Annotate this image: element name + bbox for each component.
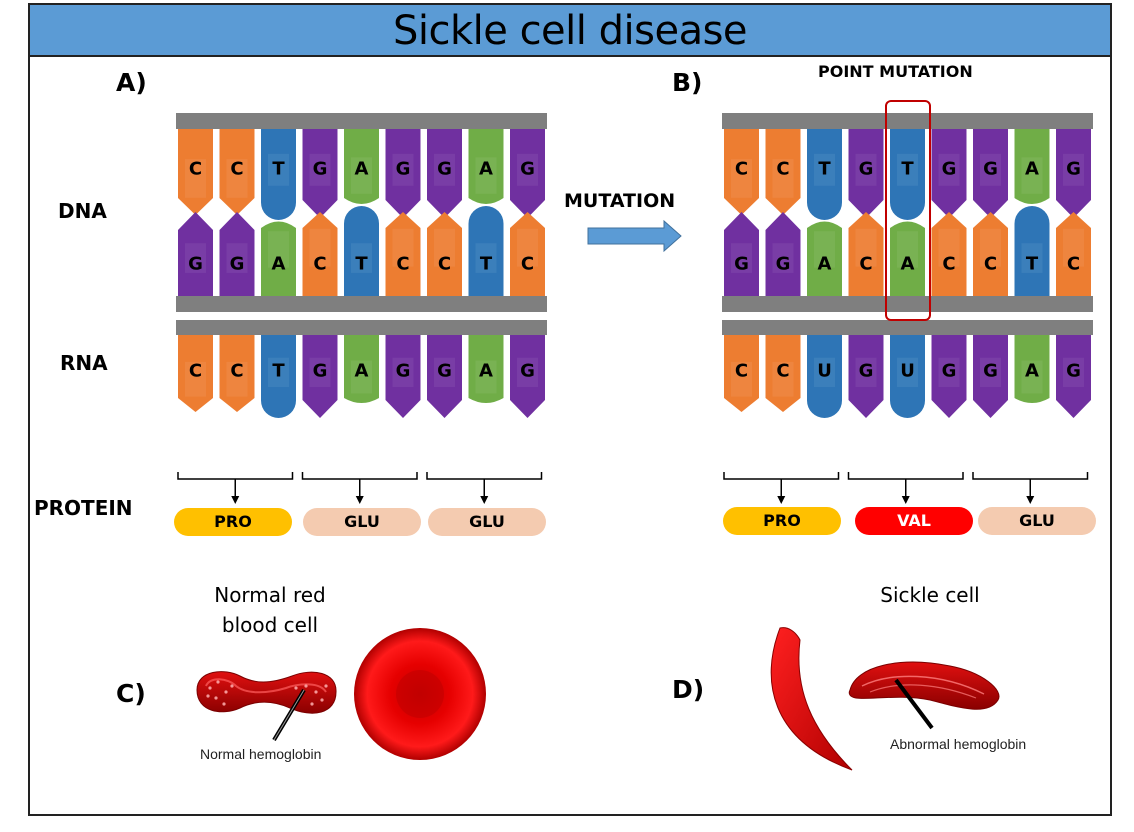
normal-rna-letter-2: T — [272, 361, 285, 382]
normal-dna-bottom-letter-8: C — [521, 254, 534, 275]
normal-dna-top-letter-7: A — [479, 159, 493, 180]
normal-dna-top-letter-1: C — [230, 159, 243, 180]
normal-dna-top-letter-0: C — [189, 159, 202, 180]
normal-dna-top-letter-6: G — [437, 159, 452, 180]
protein-pill-normal-1: PRO — [174, 508, 292, 536]
sickle-cell-title: Sickle cell — [880, 583, 980, 607]
normal-dna-bottom-letter-4: T — [355, 254, 368, 275]
panel-label-d: D) — [672, 675, 705, 704]
mutant-rna-letter-7: A — [1025, 361, 1039, 382]
normal-dna-top-letter-5: G — [396, 159, 411, 180]
mutant-codon-arrowhead-1 — [901, 496, 910, 504]
mutant-dna-bottom-backbone — [722, 296, 1093, 312]
mutant-rna-letter-5: G — [942, 361, 957, 382]
mutant-dna-bottom-letter-3: C — [859, 254, 872, 275]
mutant-rna-letter-1: C — [776, 361, 789, 382]
normal-rna-letter-8: G — [520, 361, 535, 382]
normal-dna-bottom-backbone — [176, 296, 547, 312]
mutant-dna-bottom-letter-0: G — [734, 254, 749, 275]
mutant-dna-top-letter-5: G — [942, 159, 957, 180]
normal-hemoglobin-caption: Normal hemoglobin — [200, 746, 322, 762]
mutant-dna-bottom-letter-5: C — [942, 254, 955, 275]
normal-dna-bottom-letter-6: C — [438, 254, 451, 275]
normal-dna-top-letter-2: T — [272, 159, 285, 180]
normal-dna-top-letter-8: G — [520, 159, 535, 180]
normal-rna-letter-3: G — [313, 361, 328, 382]
normal-rna-letter-1: C — [230, 361, 243, 382]
normal-rna-letter-0: C — [189, 361, 202, 382]
normal-dna-bottom-letter-2: A — [272, 254, 286, 275]
point-mutation-label: POINT MUTATION — [818, 62, 973, 81]
protein-pill-mutant-3: GLU — [978, 507, 1096, 535]
mutant-dna-bottom-letter-1: G — [776, 254, 791, 275]
mutant-rna-letter-4: U — [900, 361, 915, 382]
mutant-dna-bottom-letter-7: T — [1026, 254, 1039, 275]
mutant-codon-arrowhead-2 — [1026, 496, 1035, 504]
normal-dna-top-letter-3: G — [313, 159, 328, 180]
title-bar: Sickle cell disease — [28, 3, 1112, 57]
rna-label: RNA — [60, 351, 108, 375]
mutant-dna-top-letter-4: T — [901, 159, 914, 180]
normal-red-blood-cell-icon — [354, 628, 486, 760]
sickle-cell-cross-section-icon — [848, 661, 1000, 730]
normal-dna-bottom-letter-0: G — [188, 254, 203, 275]
normal-codon-arrowhead-2 — [480, 496, 489, 504]
normal-dna-bottom-letter-1: G — [230, 254, 245, 275]
normal-dna-top-backbone — [176, 113, 547, 129]
normal-cell-cross-section-icon — [196, 671, 337, 742]
normal-codon-arrowhead-1 — [355, 496, 364, 504]
normal-rna-backbone — [176, 320, 547, 335]
mutant-dna-bottom-letter-8: C — [1067, 254, 1080, 275]
normal-rna-letter-7: A — [479, 361, 493, 382]
mutant-dna-top-letter-2: T — [818, 159, 831, 180]
sickle-cell-icon — [770, 627, 853, 771]
page-title: Sickle cell disease — [392, 8, 748, 54]
mutant-dna-top-letter-8: G — [1066, 159, 1081, 180]
mutation-arrow-icon — [587, 219, 682, 253]
normal-cell-title: Normal red blood cell — [214, 583, 326, 637]
mutant-dna-top-letter-7: A — [1025, 159, 1039, 180]
mutant-dna-top-letter-6: G — [983, 159, 998, 180]
mutant-rna-letter-3: G — [859, 361, 874, 382]
mutant-dna-top-letter-0: C — [735, 159, 748, 180]
mutant-rna-letter-2: U — [817, 361, 832, 382]
normal-codon-arrowhead-0 — [231, 496, 240, 504]
normal-rna-letter-6: G — [437, 361, 452, 382]
protein-pill-normal-2: GLU — [303, 508, 421, 536]
protein-pill-mutant-2: VAL — [855, 507, 973, 535]
mutant-rna-letter-8: G — [1066, 361, 1081, 382]
mutant-dna-bottom-letter-4: A — [901, 254, 915, 275]
normal-dna-bottom-letter-3: C — [313, 254, 326, 275]
normal-rna-letter-4: A — [355, 361, 369, 382]
point-mutation-highlight-box — [885, 100, 931, 321]
dna-label: DNA — [58, 199, 107, 223]
protein-pill-normal-3: GLU — [428, 508, 546, 536]
mutant-rna-letter-0: C — [735, 361, 748, 382]
mutant-dna-top-letter-3: G — [859, 159, 874, 180]
panel-label-b: B) — [672, 68, 703, 97]
mutant-dna-top-backbone — [722, 113, 1093, 129]
protein-label: PROTEIN — [34, 496, 133, 520]
normal-dna-bottom-letter-7: T — [480, 254, 493, 275]
panel-label-a: A) — [116, 68, 147, 97]
normal-dna-bottom-letter-5: C — [396, 254, 409, 275]
mutant-rna-backbone — [722, 320, 1093, 335]
protein-pill-mutant-1: PRO — [723, 507, 841, 535]
mutant-rna-letter-6: G — [983, 361, 998, 382]
panel-label-c: C) — [116, 679, 146, 708]
mutation-label: MUTATION — [564, 190, 676, 212]
mutant-dna-bottom-letter-6: C — [984, 254, 997, 275]
normal-rna-letter-5: G — [396, 361, 411, 382]
mutant-dna-bottom-letter-2: A — [818, 254, 832, 275]
mutant-codon-arrowhead-0 — [777, 496, 786, 504]
abnormal-hemoglobin-caption: Abnormal hemoglobin — [890, 736, 1027, 752]
mutant-dna-top-letter-1: C — [776, 159, 789, 180]
normal-dna-top-letter-4: A — [355, 159, 369, 180]
